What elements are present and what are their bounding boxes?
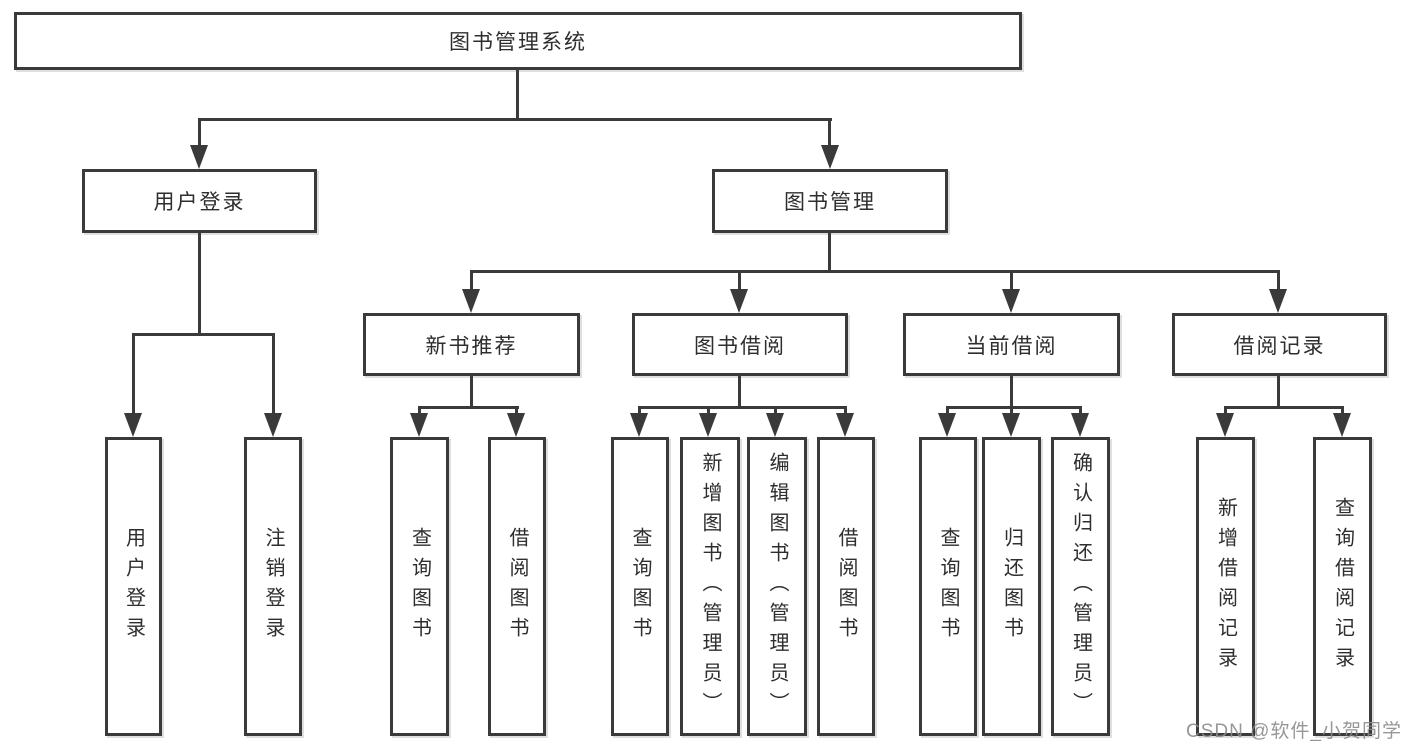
connector-new-books-branch — [418, 406, 519, 409]
connector-user-login-stem — [198, 233, 201, 335]
arrow-to-leaf — [938, 413, 956, 437]
connector-drop-leaf — [418, 406, 421, 417]
connector-records-stem — [1277, 376, 1280, 408]
arrow-to-leaf — [1071, 413, 1089, 437]
connector-drop-leaf — [774, 406, 777, 417]
connector-drop-leaf — [638, 406, 641, 417]
node-borrow-records: 借阅记录 — [1172, 313, 1387, 376]
leaf-return-books-label: 归还图书 — [1000, 526, 1023, 647]
connector-borrowing-branch — [638, 406, 847, 409]
connector-drop-user-login — [198, 118, 201, 149]
arrow-to-leaf — [836, 413, 854, 437]
arrow-to-current — [1002, 289, 1020, 313]
node-new-book-recommend-label: 新书推荐 — [425, 334, 518, 358]
connector-drop-leaf — [1010, 406, 1013, 417]
connector-user-login-branch — [132, 333, 275, 336]
arrow-to-user-login — [190, 145, 208, 169]
arrow-to-leaf — [1216, 413, 1234, 437]
leaf-query-books-1: 查询图书 — [390, 437, 449, 736]
arrow-to-leaf — [410, 413, 428, 437]
arrow-to-book-mgmt — [821, 145, 839, 169]
leaf-query-books-2: 查询图书 — [611, 437, 669, 736]
leaf-return-books: 归还图书 — [982, 437, 1041, 736]
leaf-edit-books-admin-label: 编辑图书（管理员） — [766, 451, 788, 722]
connector-new-books-stem — [470, 376, 473, 408]
connector-book-mgmt-branch — [470, 270, 1280, 273]
connector-drop-logout — [272, 333, 275, 415]
arrow-to-logout — [264, 413, 282, 437]
leaf-logout-label: 注销登录 — [262, 526, 284, 647]
connector-book-mgmt-stem — [828, 233, 831, 272]
arrow-to-leaf — [1333, 413, 1351, 437]
node-book-borrowing: 图书借阅 — [632, 313, 848, 376]
node-borrow-records-label: 借阅记录 — [1233, 334, 1326, 358]
leaf-query-borrow-record-label: 查询借阅记录 — [1331, 496, 1354, 677]
leaf-logout: 注销登录 — [244, 437, 302, 736]
leaf-borrow-books-1: 借阅图书 — [488, 437, 546, 736]
arrow-to-leaf — [766, 413, 784, 437]
connector-drop-current — [1010, 270, 1013, 291]
connector-records-branch — [1224, 406, 1344, 409]
leaf-add-borrow-record-label: 新增借阅记录 — [1214, 496, 1237, 677]
connector-drop-login — [132, 333, 135, 415]
leaf-query-books-2-label: 查询图书 — [629, 526, 651, 647]
arrow-to-borrowing — [730, 289, 748, 313]
connector-drop-records — [1277, 270, 1280, 291]
node-user-login: 用户登录 — [82, 169, 317, 233]
leaf-query-books-3-label: 查询图书 — [937, 526, 959, 647]
leaf-query-borrow-record: 查询借阅记录 — [1313, 437, 1372, 736]
connector-drop-leaf — [1224, 406, 1227, 417]
node-new-book-recommend: 新书推荐 — [363, 313, 580, 376]
arrow-to-leaf — [699, 413, 717, 437]
leaf-query-books-1-label: 查询图书 — [408, 526, 431, 647]
leaf-query-books-3: 查询图书 — [919, 437, 977, 736]
arrow-to-new-books — [462, 289, 480, 313]
connector-root-stem — [516, 70, 519, 119]
connector-drop-leaf — [707, 406, 710, 417]
node-library-system-label: 图书管理系统 — [449, 31, 587, 54]
leaf-add-books-admin-label: 新增图书（管理员） — [699, 451, 721, 722]
arrow-to-records — [1269, 289, 1287, 313]
node-library-system: 图书管理系统 — [14, 12, 1022, 70]
arrow-to-login — [124, 413, 142, 437]
connector-current-stem — [1010, 376, 1013, 408]
node-book-borrowing-label: 图书借阅 — [694, 334, 786, 358]
connector-drop-leaf — [515, 406, 518, 417]
leaf-borrow-books-1-label: 借阅图书 — [506, 526, 528, 647]
node-user-login-label: 用户登录 — [153, 191, 246, 214]
connector-drop-book-mgmt — [828, 118, 831, 149]
connector-drop-borrowing — [738, 270, 741, 291]
node-current-borrowing: 当前借阅 — [903, 313, 1120, 376]
leaf-user-login-label: 用户登录 — [122, 526, 145, 647]
leaf-confirm-return-admin-label: 确认归还（管理员） — [1069, 451, 1092, 722]
leaf-user-login: 用户登录 — [105, 437, 162, 736]
connector-current-branch — [946, 406, 1082, 409]
csdn-watermark: CSDN @软件_小贺同学 — [1186, 721, 1402, 742]
leaf-add-borrow-record: 新增借阅记录 — [1196, 437, 1255, 736]
leaf-confirm-return-admin: 确认归还（管理员） — [1051, 437, 1110, 736]
connector-borrowing-stem — [738, 376, 741, 408]
node-book-management: 图书管理 — [712, 169, 948, 233]
connector-drop-new-books — [470, 270, 473, 291]
connector-drop-leaf — [1079, 406, 1082, 417]
connector-drop-leaf — [844, 406, 847, 417]
connector-drop-leaf — [946, 406, 949, 417]
leaf-add-books-admin: 新增图书（管理员） — [680, 437, 740, 736]
arrow-to-leaf — [507, 413, 525, 437]
node-current-borrowing-label: 当前借阅 — [965, 334, 1058, 358]
leaf-borrow-books-2-label: 借阅图书 — [835, 526, 857, 647]
leaf-edit-books-admin: 编辑图书（管理员） — [747, 437, 807, 736]
connector-drop-leaf — [1341, 406, 1344, 417]
node-book-management-label: 图书管理 — [784, 191, 876, 214]
leaf-borrow-books-2: 借阅图书 — [817, 437, 875, 736]
connector-root-branch — [198, 118, 832, 121]
arrow-to-leaf — [630, 413, 648, 437]
arrow-to-leaf — [1002, 413, 1020, 437]
